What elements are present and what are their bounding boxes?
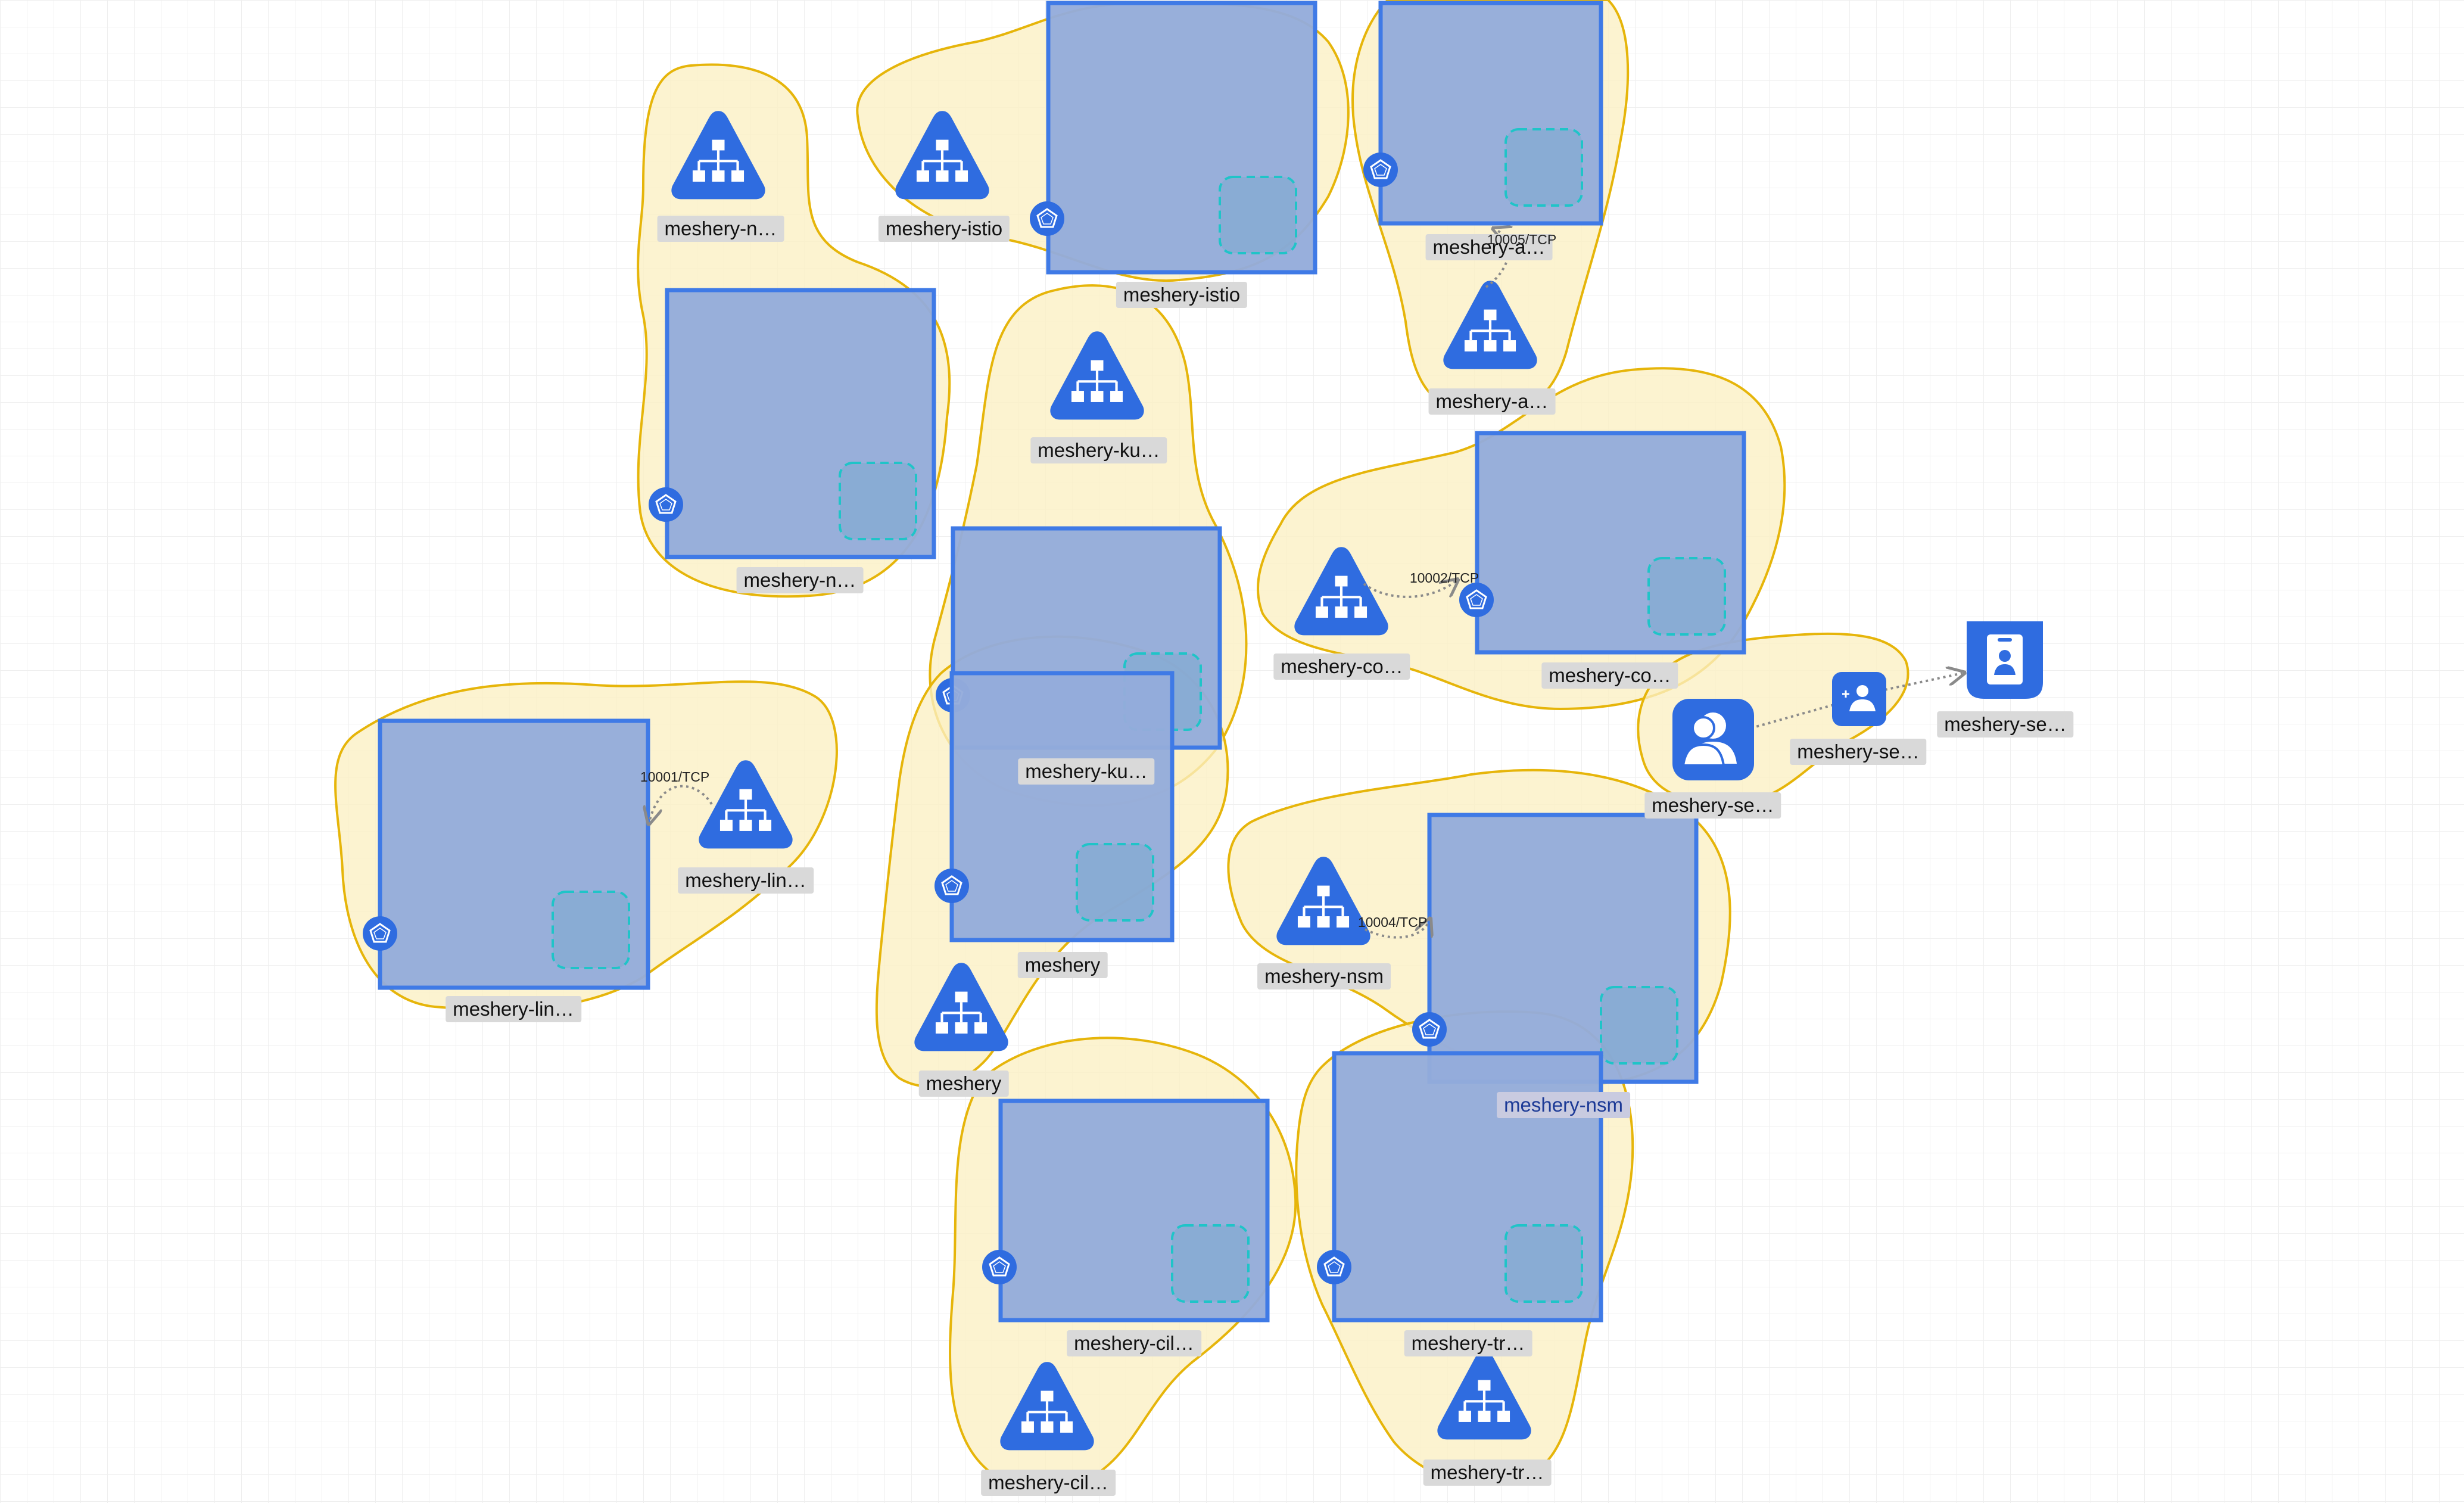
- container-slot: [1076, 843, 1154, 922]
- container-slot: [839, 462, 917, 540]
- pod-node-pod-9[interactable]: [982, 1099, 1270, 1322]
- pod-node-pod-7[interactable]: [934, 671, 1175, 942]
- node-label-svc-2: meshery-istio: [878, 216, 1010, 242]
- node-label-pod-4: meshery-ku…: [1018, 758, 1155, 785]
- pod-node-pod-2[interactable]: [1029, 1, 1317, 275]
- service-account-icon[interactable]: [1672, 699, 1754, 780]
- pod-node-pod-3[interactable]: [1363, 1, 1603, 226]
- container-slot: [1504, 1224, 1583, 1303]
- node-label-svc-5: meshery-co…: [1273, 654, 1410, 680]
- pod-icon: [1412, 1012, 1447, 1047]
- node-label-role-1: meshery-se…: [1937, 711, 2074, 738]
- node-label-svc-1: meshery-n…: [657, 216, 784, 242]
- pod-icon: [982, 1249, 1017, 1285]
- container-slot: [1219, 176, 1297, 254]
- pod-node-pod-10[interactable]: [1316, 1051, 1603, 1322]
- edge-2-line[interactable]: [1363, 581, 1456, 598]
- node-label-svc-7: meshery: [918, 1071, 1009, 1097]
- edge-label-edge-1: 10005/TCP: [1487, 232, 1557, 247]
- edge-label-edge-4: 10004/TCP: [1357, 914, 1428, 930]
- container-slot: [1600, 986, 1678, 1065]
- node-label-pod-9: meshery-cil…: [1067, 1330, 1201, 1356]
- edge-label-edge-3: 10001/TCP: [640, 769, 710, 785]
- node-label-pod-6: meshery-lin…: [446, 996, 581, 1022]
- pod-icon: [1459, 582, 1494, 618]
- node-label-rb-1: meshery-se…: [1790, 739, 1927, 765]
- node-label-pod-1: meshery-n…: [736, 567, 864, 593]
- edge-3-line[interactable]: [649, 785, 713, 822]
- container-slot: [1171, 1224, 1250, 1303]
- pod-icon: [1029, 201, 1065, 237]
- role-binding-icon[interactable]: [1832, 672, 1886, 726]
- node-label-svc-3: meshery-a…: [1428, 388, 1556, 415]
- container-slot: [1504, 128, 1583, 207]
- pod-icon: [362, 916, 398, 951]
- pod-node-pod-1[interactable]: [648, 288, 936, 559]
- node-label-svc-10: meshery-tr…: [1423, 1460, 1552, 1486]
- pod-icon: [648, 487, 684, 522]
- pod-icon: [1316, 1249, 1352, 1285]
- edge-label-edge-2: 10002/TCP: [1409, 570, 1479, 586]
- pod-icon: [1363, 152, 1398, 188]
- node-label-svc-6: meshery-lin…: [678, 867, 814, 894]
- node-label-pod-3: meshery-a…: [1425, 234, 1553, 260]
- node-label-svc-4: meshery-ku…: [1030, 437, 1167, 463]
- container-slot: [552, 891, 630, 969]
- role-badge-icon[interactable]: [1967, 621, 2043, 699]
- pod-icon: [934, 868, 970, 904]
- node-label-pod-8: meshery-nsm: [1497, 1092, 1630, 1118]
- node-label-pod-2: meshery-istio: [1116, 282, 1248, 308]
- node-label-svc-9: meshery-cil…: [981, 1470, 1116, 1496]
- pod-node-pod-6[interactable]: [362, 718, 650, 990]
- pod-node-pod-5[interactable]: [1459, 431, 1746, 655]
- container-slot: [1647, 557, 1726, 636]
- node-label-svc-8: meshery-nsm: [1257, 963, 1391, 989]
- pod-node-pod-8[interactable]: [1412, 813, 1699, 1084]
- node-label-sa-1: meshery-se…: [1644, 792, 1781, 819]
- pods-layer: [362, 1, 1746, 1322]
- node-label-pod-10: meshery-tr…: [1404, 1330, 1532, 1356]
- node-label-pod-7: meshery: [1017, 952, 1108, 978]
- edge-5-line[interactable]: [1745, 673, 1963, 731]
- node-label-pod-5: meshery-co…: [1541, 662, 1678, 689]
